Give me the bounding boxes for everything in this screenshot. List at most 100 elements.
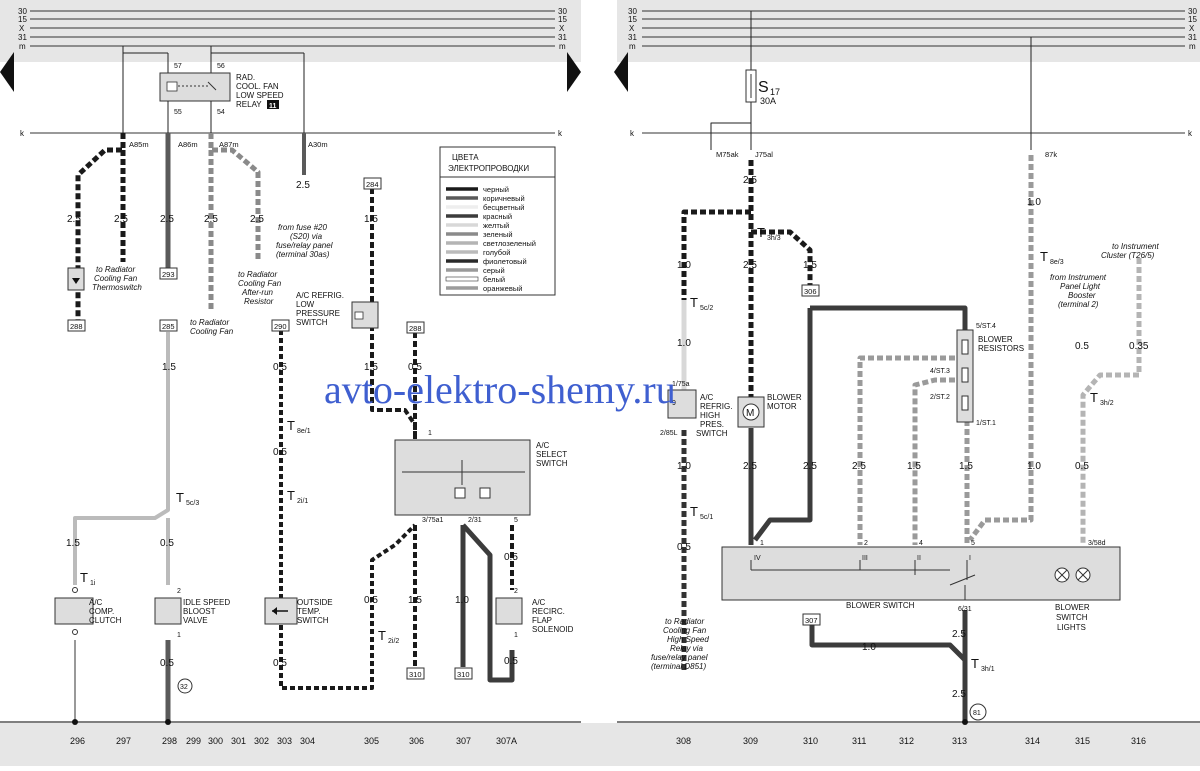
pin-label: 3/75a1: [422, 517, 444, 524]
ref-box: 310: [409, 670, 422, 679]
wire-size: 2.5: [114, 214, 128, 225]
pin-label: 1/ST.1: [976, 420, 996, 427]
pin-label: 4/ST.3: [930, 368, 950, 375]
pin-label: 1: [177, 632, 181, 639]
column-number: 307: [456, 736, 471, 746]
component-label: A/C: [89, 598, 103, 607]
t-connector: T: [287, 418, 295, 433]
column-number: 309: [743, 736, 758, 746]
ground-ref: 32: [180, 684, 188, 691]
wire-size: 0.5: [364, 595, 378, 606]
component-label: HIGH: [700, 411, 720, 420]
column-number: 305: [364, 736, 379, 746]
ref-box: 310: [457, 670, 470, 679]
component-label: SWITCH: [696, 429, 728, 438]
column-number: 311: [852, 736, 866, 746]
pin-label: 2/85L: [660, 430, 678, 437]
column-number: 310: [803, 736, 818, 746]
column-number: 307A: [496, 736, 517, 746]
wire-size: 1.0: [1027, 197, 1041, 208]
fuse-amp: 30A: [760, 96, 776, 106]
legend-item: белый: [483, 275, 505, 284]
relay-label: RAD.: [236, 73, 255, 82]
right-ref-boxes: 306 307: [801, 284, 821, 626]
component-label: MOTOR: [767, 402, 797, 411]
relay-label: LOW SPEED: [236, 91, 284, 100]
ac-high-pressure-switch: [667, 389, 697, 419]
wire-size: 1.5: [408, 595, 422, 606]
column-number: 299: [186, 736, 201, 746]
next-page-arrow-icon[interactable]: [567, 52, 581, 92]
wire-size: 2.5: [803, 461, 817, 472]
component-label: BLOWER: [767, 393, 802, 402]
wire-size: 0.5: [677, 542, 691, 553]
pin-label: 2: [177, 588, 181, 595]
t-connector-sub: 8e/3: [1050, 259, 1064, 266]
wire-size: 2.5: [743, 461, 757, 472]
pin-label: II: [917, 555, 921, 562]
prev-page-arrow-icon[interactable]: [614, 52, 628, 92]
pin-label: 1: [428, 430, 432, 437]
column-number: 312: [899, 736, 914, 746]
annotation: from Instrument: [1050, 273, 1107, 282]
t-connector-sub: 1i: [90, 580, 96, 587]
annotation: Cooling Fan: [190, 327, 234, 336]
component-label: SWITCH: [297, 616, 329, 625]
ref-box: 306: [804, 287, 817, 296]
wire-size: 2.5: [952, 629, 966, 640]
wire-size: 0.5: [160, 538, 174, 549]
annotation: fuse/relay panel: [651, 653, 708, 662]
connector-label: A86m: [178, 140, 198, 149]
column-number: 308: [676, 736, 691, 746]
legend-item: голубой: [483, 248, 510, 257]
left-annotations: to Radiator Cooling Fan Thermoswitch to …: [89, 223, 574, 639]
annotation: (terminal 30as): [276, 250, 330, 259]
legend-title: ЦВЕТА: [452, 153, 479, 162]
annotation: After-run: [241, 288, 274, 297]
bus-label: 30: [18, 7, 27, 16]
color-legend: ЦВЕТА ЭЛЕКТРОПРОВОДКИ черный коричневый …: [439, 146, 556, 296]
annotation: (terminal 2): [1058, 300, 1099, 309]
prev-page-arrow-icon[interactable]: [0, 52, 14, 92]
wire-size: 2.5: [952, 689, 966, 700]
t-connector: T: [1040, 249, 1048, 264]
wire-size: 0.5: [408, 362, 422, 373]
bus-label: 31: [558, 33, 567, 42]
annotation: (S20) via: [290, 232, 323, 241]
bus-label: m: [559, 42, 566, 51]
pin-label: 5: [514, 517, 518, 524]
header-band-left: [0, 0, 581, 62]
column-number: 298: [162, 736, 177, 746]
ref-box: 307: [805, 616, 818, 625]
component-label: IDLE SPEED: [183, 598, 230, 607]
connectors-left: A85m A86m A87m A30m: [129, 140, 328, 149]
component-label: A/C: [700, 393, 714, 402]
t-connector-sub: 3h/2: [1100, 400, 1114, 407]
wire-size: 1.0: [677, 260, 691, 271]
left-ref-boxes: 284 293 288 285 290 288 310 310: [67, 177, 473, 680]
bus-label: X: [19, 24, 25, 33]
bus-label: m: [629, 42, 636, 51]
bus-label: m: [1189, 42, 1196, 51]
t-connector-sub: 2i/2: [388, 638, 399, 645]
pin-label: 6/31: [958, 606, 972, 613]
t-connector-sub: 5c/2: [700, 305, 713, 312]
relay-pin: 57: [174, 63, 182, 70]
component-label: SELECT: [536, 450, 567, 459]
ref-box: 293: [162, 270, 175, 279]
column-number: 301: [231, 736, 246, 746]
column-number: 304: [300, 736, 315, 746]
connector-label: J75al: [755, 150, 773, 159]
relay-badge: 11: [269, 103, 277, 110]
wire-size: 2.5: [743, 260, 757, 271]
ref-box: 285: [162, 322, 175, 331]
column-number: 296: [70, 736, 85, 746]
bus-label: 15: [628, 15, 637, 24]
wire-size: 0.5: [273, 658, 287, 669]
bus-label-k: k: [630, 129, 635, 138]
t-connector: T: [1090, 390, 1098, 405]
annotation: Cooling Fan: [663, 626, 707, 635]
wire-size: 1.5: [66, 538, 80, 549]
annotation: fuse/relay panel: [276, 241, 333, 250]
bus-label: 15: [18, 15, 27, 24]
